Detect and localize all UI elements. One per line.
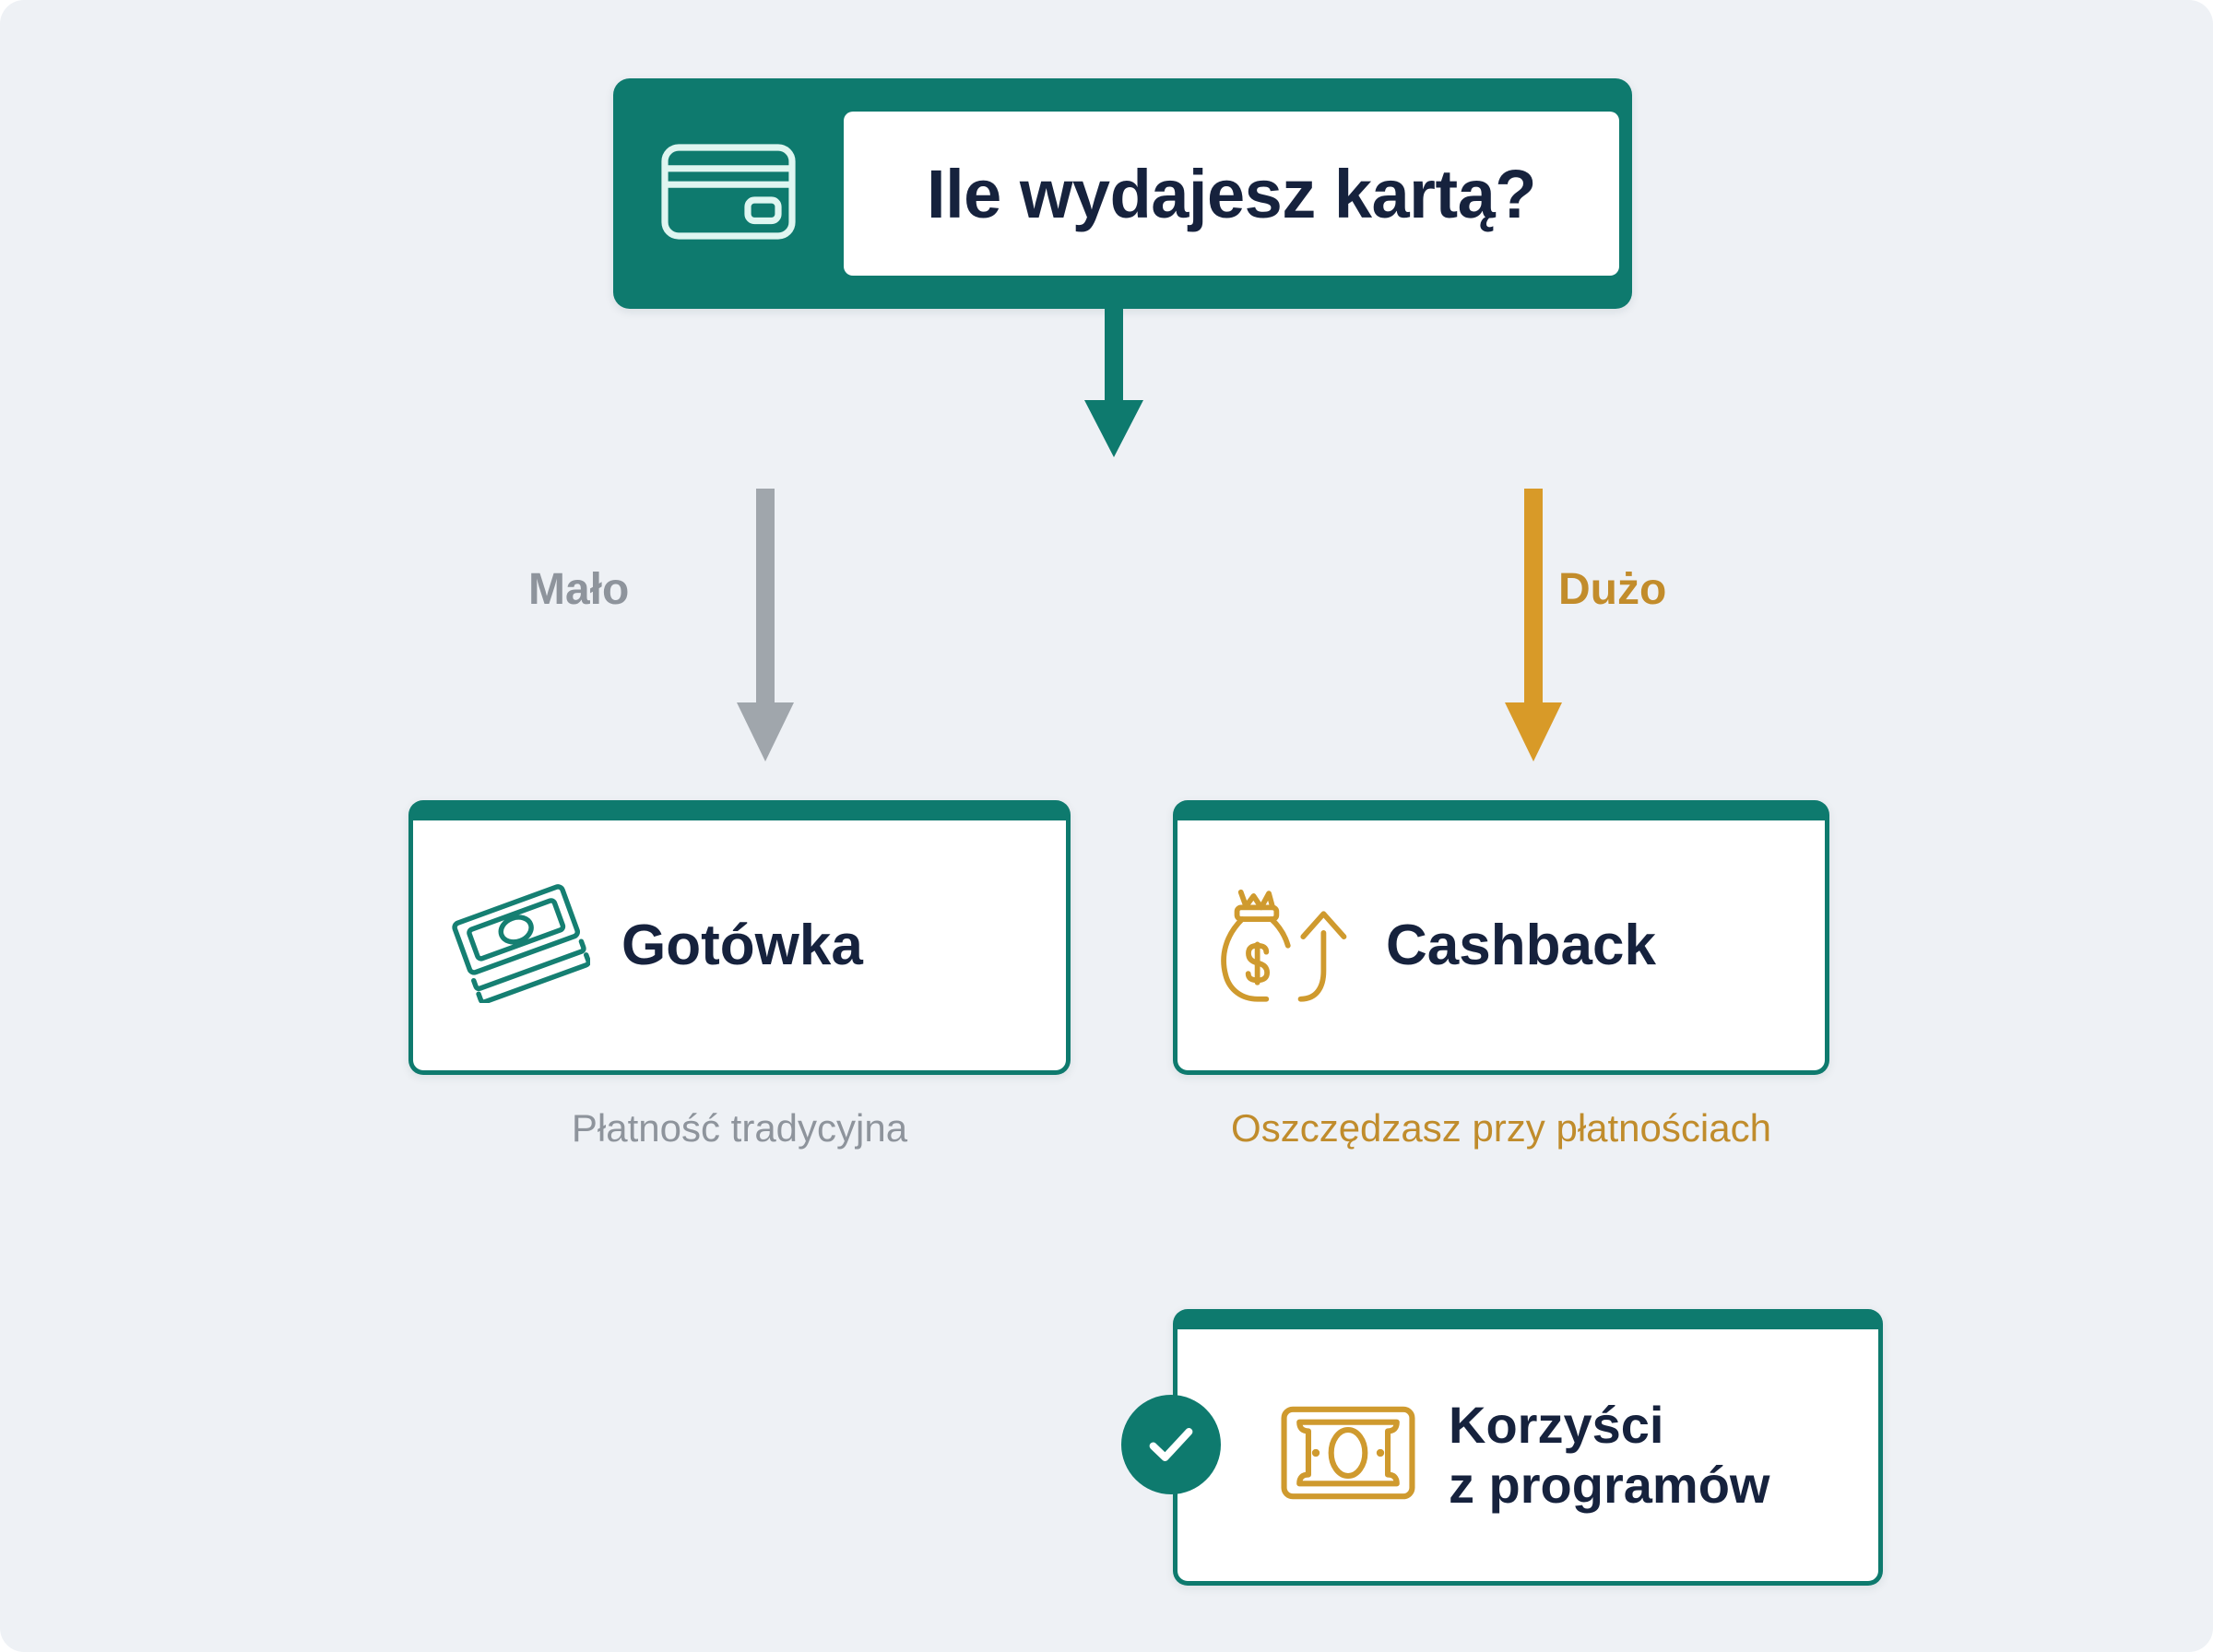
check-circle-icon: [1121, 1395, 1221, 1494]
outcome-card-cashback[interactable]: Cashback: [1173, 800, 1829, 1075]
decision-title-box: Ile wydajesz kartą?: [844, 112, 1619, 276]
page-title: Ile wydajesz kartą?: [927, 155, 1536, 232]
outcome-card-cash[interactable]: Gotówka: [408, 800, 1071, 1075]
outcome-label-cash: Gotówka: [621, 914, 863, 977]
benefit-label: Korzyści z programów: [1449, 1395, 1770, 1514]
caption-cashback: Oszczędzasz przy płatnościach: [1231, 1106, 1771, 1150]
banknote-stack-icon: [452, 883, 591, 1008]
decision-card-icon-slot: [613, 78, 844, 309]
arrow-branch-high: [1492, 489, 1575, 770]
arrow-decision-down: [1070, 304, 1158, 464]
branch-label-low: Mało: [528, 565, 630, 614]
arrow-branch-low: [724, 489, 807, 770]
money-bag-arrow-up-icon: [1216, 879, 1355, 1011]
credit-card-icon: [659, 142, 798, 246]
branch-label-high: Dużo: [1558, 565, 1667, 614]
benefit-card[interactable]: Korzyści z programów: [1173, 1309, 1883, 1586]
outcome-label-cashback: Cashback: [1386, 914, 1656, 977]
decision-card[interactable]: Ile wydajesz kartą?: [613, 78, 1632, 309]
banknote-icon: [1279, 1403, 1417, 1507]
caption-cash: Płatność tradycyjna: [571, 1106, 908, 1150]
